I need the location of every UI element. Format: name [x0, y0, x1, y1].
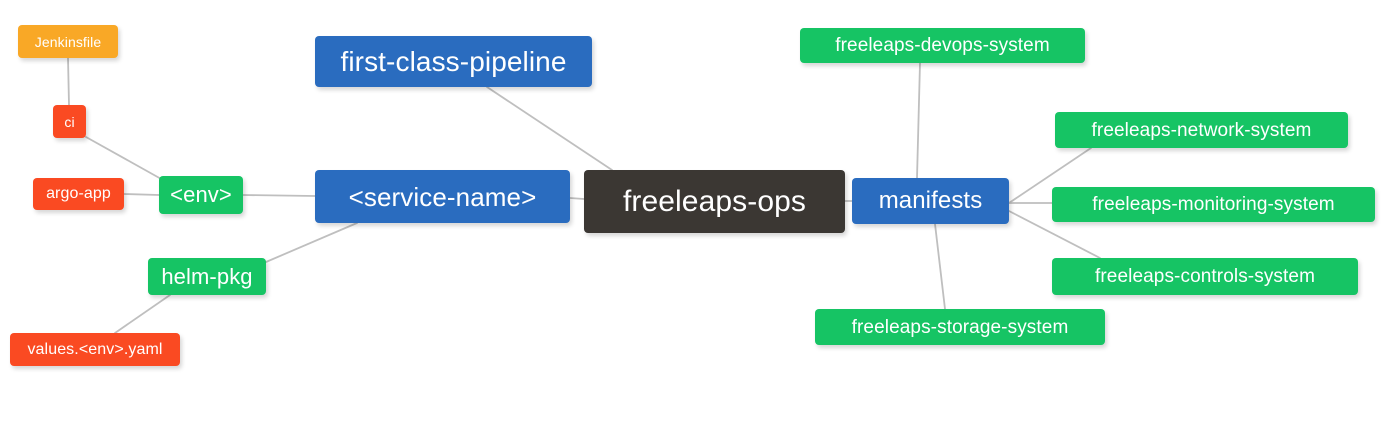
node-manifests[interactable]: manifests	[852, 178, 1009, 224]
node-argo-app[interactable]: argo-app	[33, 178, 124, 210]
edge-service-name-to-freeleaps-ops	[569, 197, 585, 200]
edge-helm-pkg-to-values-yaml	[114, 294, 171, 334]
node-monitoring[interactable]: freeleaps-monitoring-system	[1052, 187, 1375, 222]
node-env[interactable]: <env>	[159, 176, 243, 214]
node-devops[interactable]: freeleaps-devops-system	[800, 28, 1085, 63]
node-helm-pkg[interactable]: helm-pkg	[148, 258, 266, 295]
node-freeleaps-ops[interactable]: freeleaps-ops	[584, 170, 845, 233]
node-pipeline[interactable]: first-class-pipeline	[315, 36, 592, 87]
edge-manifests-to-devops	[916, 62, 921, 179]
node-network[interactable]: freeleaps-network-system	[1055, 112, 1348, 148]
edge-pipeline-to-freeleaps-ops	[486, 86, 613, 171]
edge-jenkinsfile-to-ci	[67, 57, 70, 106]
edge-ci-to-env	[85, 136, 164, 181]
node-service-name[interactable]: <service-name>	[315, 170, 570, 223]
node-ci[interactable]: ci	[53, 105, 86, 138]
node-jenkinsfile[interactable]: Jenkinsfile	[18, 25, 118, 58]
node-controls[interactable]: freeleaps-controls-system	[1052, 258, 1358, 295]
node-values-yaml[interactable]: values.<env>.yaml	[10, 333, 180, 366]
node-storage[interactable]: freeleaps-storage-system	[815, 309, 1105, 345]
edge-manifests-to-storage	[934, 223, 946, 310]
edge-env-to-service-name	[242, 194, 316, 197]
edge-service-name-to-helm-pkg	[265, 222, 358, 263]
edge-argo-app-to-env	[123, 193, 160, 196]
